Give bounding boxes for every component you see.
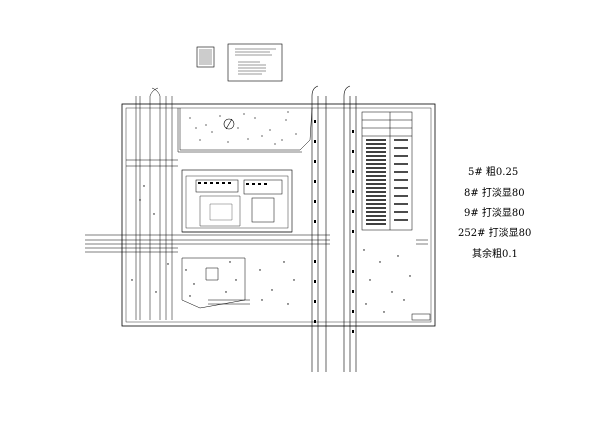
road-horizontal: [85, 234, 330, 253]
legend-item-9: 9# 打淡显80: [464, 208, 525, 219]
road-left: [126, 87, 178, 320]
schedule-table-rows: [366, 139, 408, 225]
planting-area: [181, 257, 250, 309]
schedule-table: [361, 111, 413, 231]
building-block: [181, 169, 293, 233]
legend-item-8: 8# 打淡显80: [464, 188, 525, 199]
title-block-mark: [411, 239, 431, 321]
building-detail-marks: [198, 182, 267, 185]
tree-symbols: [131, 185, 295, 305]
road-markers: [314, 120, 354, 333]
road-vertical-main: [311, 85, 357, 372]
line-weight-legend: 5# 粗0.25 8# 打淡显80 9# 打淡显80 252# 打淡显80 其余…: [452, 0, 602, 432]
site-boundary: [177, 107, 313, 153]
legend-item-5: 5# 粗0.25: [468, 167, 519, 178]
legend-item-rest: 其余粗0.1: [472, 249, 518, 260]
drawing-frame: [121, 103, 436, 327]
landscape-hatching: [189, 111, 297, 145]
north-arrow: [223, 118, 235, 130]
right-terrain-dots: [363, 249, 411, 313]
thumbnail-sheet-left: [196, 46, 215, 68]
legend-item-252: 252# 打淡显80: [458, 228, 532, 239]
thumbnail-sheet-right: [227, 43, 283, 82]
